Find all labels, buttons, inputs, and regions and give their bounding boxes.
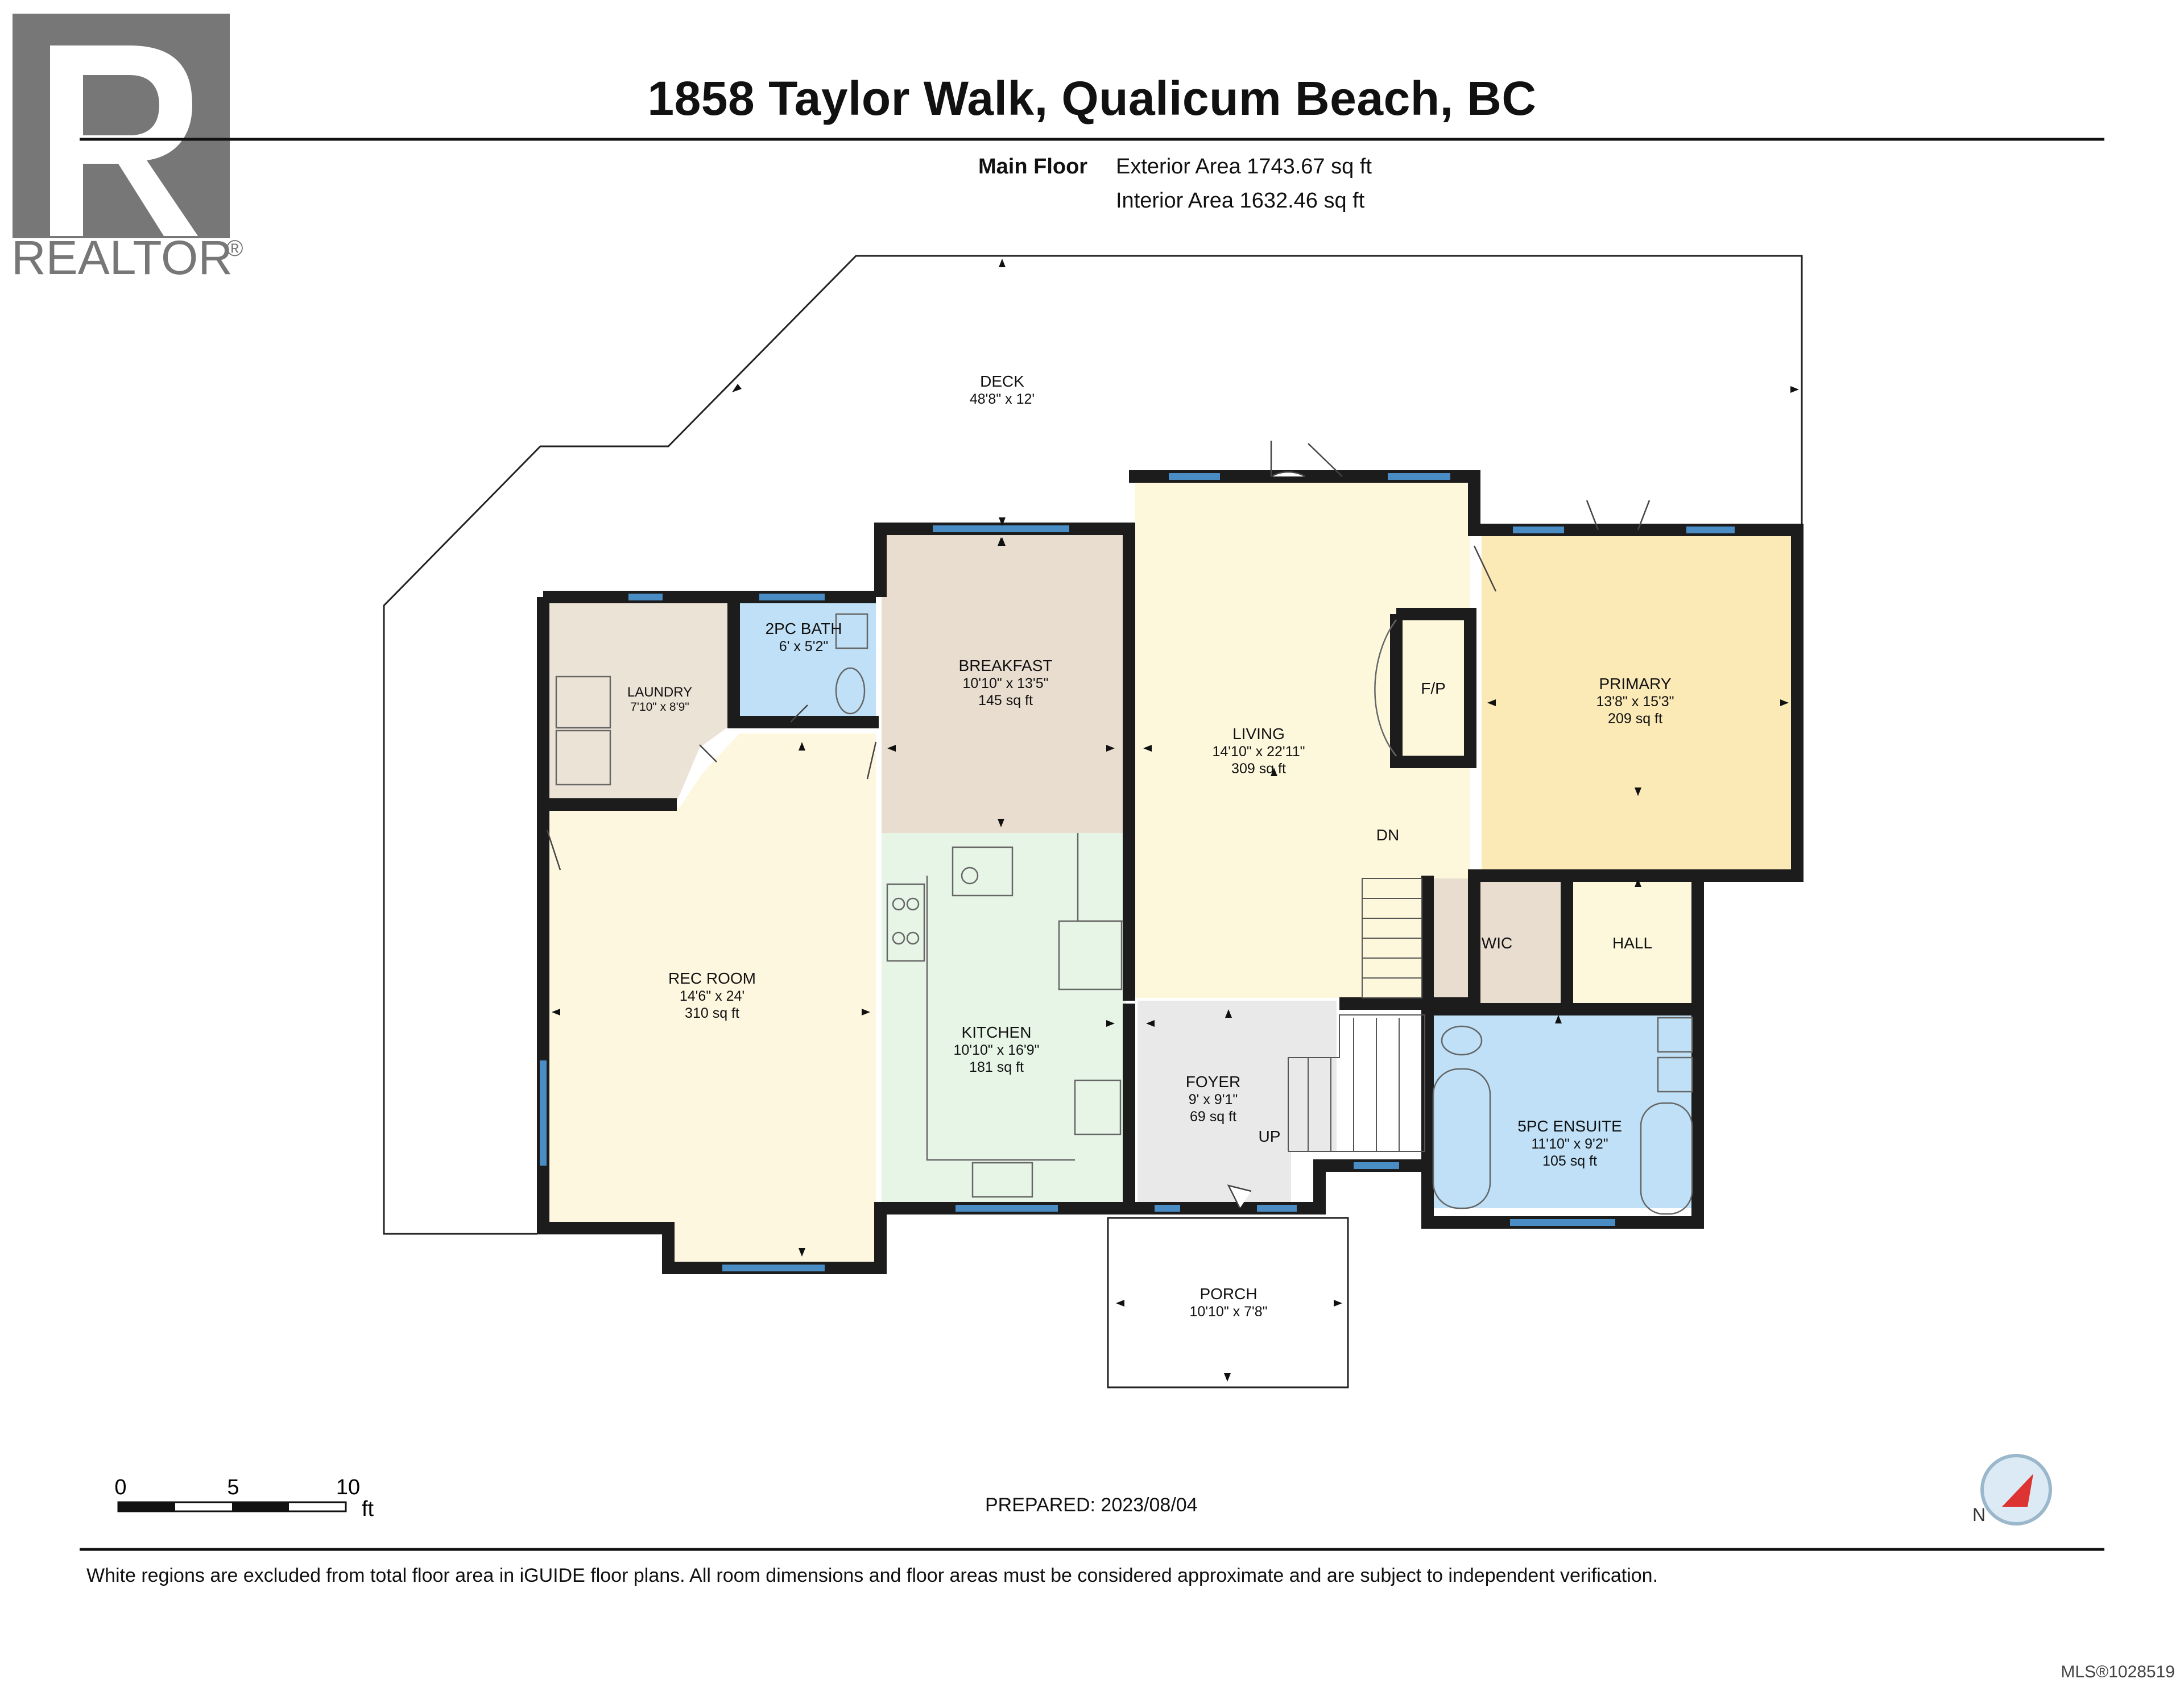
breakfast-dims: 10'10" x 13'5" xyxy=(962,675,1048,691)
breakfast-name: BREAKFAST xyxy=(959,657,1053,674)
porch-outline xyxy=(1107,1217,1349,1388)
deck-outline xyxy=(383,255,1803,1235)
breakfast-room xyxy=(882,534,1126,833)
foyer-name: FOYER xyxy=(1186,1073,1240,1091)
doors xyxy=(546,441,1651,1209)
windows xyxy=(540,473,1735,1271)
scale-label-5: 5 xyxy=(227,1475,239,1499)
living-name: LIVING xyxy=(1232,725,1285,743)
breakfast-area: 145 sq ft xyxy=(978,693,1033,708)
deck-dims: 48'8" x 12' xyxy=(970,391,1035,407)
ensuite-name: 5PC ENSUITE xyxy=(1517,1117,1622,1135)
hall-name: HALL xyxy=(1612,934,1652,952)
mls-number: MLS®1028519 xyxy=(2061,1663,2175,1681)
ensuite-room xyxy=(1433,1012,1692,1208)
living-area: 309 sq ft xyxy=(1231,761,1286,777)
porch-name: PORCH xyxy=(1199,1285,1257,1303)
page-title: 1858 Taylor Walk, Qualicum Beach, BC xyxy=(647,72,1537,125)
laundry-name: LAUNDRY xyxy=(627,685,692,700)
fireplace-label: F/P xyxy=(1421,679,1446,697)
floor-label: Main Floor xyxy=(978,155,1088,179)
foyer-room xyxy=(1138,1001,1337,1205)
fixtures xyxy=(555,613,1693,1215)
realtor-logo-text: REALTOR xyxy=(11,231,233,284)
interior-area: Interior Area 1632.46 sq ft xyxy=(1116,189,1365,213)
ensuite-area: 105 sq ft xyxy=(1542,1153,1597,1169)
north-compass-icon: N xyxy=(1972,1454,2052,1526)
realtor-registered-mark: ® xyxy=(226,236,243,261)
bath2-room xyxy=(737,603,876,721)
disclaimer-text: White regions are excluded from total fl… xyxy=(86,1565,1658,1586)
primary-area: 209 sq ft xyxy=(1608,711,1662,727)
rec-area: 310 sq ft xyxy=(685,1005,739,1021)
porch-dims: 10'10" x 7'8" xyxy=(1189,1304,1267,1320)
scale-label-10: 10 xyxy=(336,1475,360,1499)
primary-dims: 13'8" x 15'3" xyxy=(1596,694,1674,710)
rec-dims: 14'6" x 24' xyxy=(680,988,744,1004)
compass-north-letter: N xyxy=(1972,1504,1986,1525)
foyer-dims: 9' x 9'1" xyxy=(1189,1092,1238,1108)
exterior-area: Exterior Area 1743.67 sq ft xyxy=(1116,155,1372,179)
stairs-up-label: UP xyxy=(1259,1128,1281,1145)
kitchen-dims: 10'10" x 16'9" xyxy=(953,1042,1039,1058)
hall-room xyxy=(1573,878,1695,1006)
scale-label-0: 0 xyxy=(114,1475,126,1499)
laundry-room xyxy=(547,600,731,802)
rec-name: REC ROOM xyxy=(668,969,756,987)
foyer-area: 69 sq ft xyxy=(1190,1109,1236,1125)
stair-landing xyxy=(1342,876,1428,1004)
bath2-dims: 6' x 5'2" xyxy=(779,639,829,654)
rec-room xyxy=(546,733,876,1262)
wic-name: WIC xyxy=(1482,934,1512,952)
living-dims: 14'10" x 22'11" xyxy=(1212,744,1305,760)
bath2-name: 2PC BATH xyxy=(766,620,842,637)
deck-name: DECK xyxy=(980,372,1024,390)
stairs-down-label: DN xyxy=(1376,826,1399,844)
scale-bar: 0 5 10 ft xyxy=(114,1475,374,1521)
dimension-arrows xyxy=(552,259,1799,1382)
prepared-date: PREPARED: 2023/08/04 xyxy=(985,1494,1198,1516)
primary-room xyxy=(1482,529,1794,870)
kitchen-name: KITCHEN xyxy=(962,1023,1032,1041)
kitchen-area: 181 sq ft xyxy=(969,1059,1024,1075)
primary-name: PRIMARY xyxy=(1599,675,1671,693)
laundry-dims: 7'10" x 8'9" xyxy=(630,701,689,714)
ensuite-dims: 11'10" x 9'2" xyxy=(1531,1136,1608,1152)
scale-unit: ft xyxy=(362,1497,374,1521)
staircase xyxy=(1288,878,1425,1152)
wic-room xyxy=(1433,878,1564,1006)
kitchen-room xyxy=(882,833,1126,1205)
